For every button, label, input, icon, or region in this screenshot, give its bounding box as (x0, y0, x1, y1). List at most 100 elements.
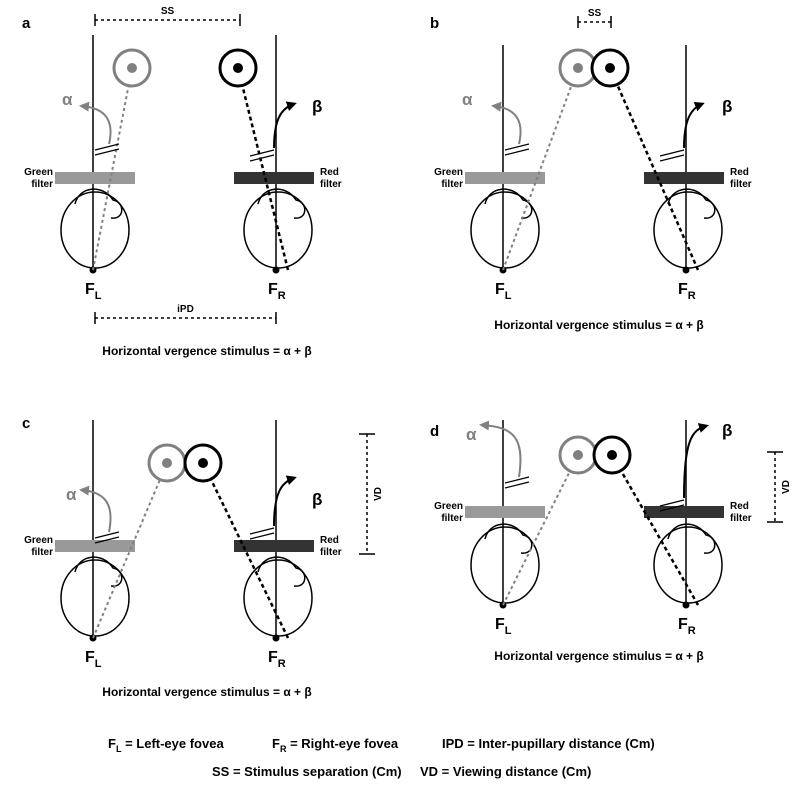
red-filter-bar (234, 172, 314, 184)
fovea-left-label: FL (85, 649, 102, 670)
cornea-outline (74, 556, 123, 587)
cornea-outline (257, 556, 306, 587)
right-fovea-point (682, 601, 690, 609)
green-filter-bar (465, 506, 545, 518)
left-line-of-sight (92, 462, 168, 639)
legend-item-2: FR = Right-eye fovea (272, 736, 399, 754)
alpha-angle-mark (94, 531, 120, 544)
left-line-of-sight (502, 454, 579, 606)
right-eye-target-dot (607, 450, 617, 460)
beta-arrow (683, 423, 709, 499)
right-line-of-sight (610, 454, 700, 606)
alpha-angle-mark (504, 476, 530, 489)
left-line-of-sight (92, 67, 133, 271)
vd-label: VD (781, 480, 792, 494)
fovea-right-label: FR (268, 281, 286, 302)
ss-label: SS (161, 6, 175, 17)
beta-label: β (312, 97, 322, 116)
legend: FL = Left-eye fovea FR = Right-eye fovea I… (108, 736, 655, 779)
vergence-formula: Horizontal vergence stimulus = α + β (102, 685, 311, 699)
green-filter-label: Green (24, 167, 53, 178)
green-filter-bar (465, 172, 545, 184)
beta-angle-mark (659, 499, 685, 512)
red-filter-label-2: filter (730, 179, 752, 190)
beta-angle-mark (249, 149, 275, 162)
beta-arrow (273, 101, 297, 149)
cornea-outline (484, 523, 533, 554)
beta-label: β (722, 97, 732, 116)
red-filter-bar (644, 506, 724, 518)
panel-letter-a: a (22, 15, 31, 32)
alpha-label: α (62, 90, 73, 109)
fovea-left-label: FL (495, 616, 512, 637)
cornea-outline (74, 188, 123, 219)
right-fovea-point (682, 266, 690, 274)
alpha-label: α (66, 485, 77, 504)
fovea-right-label: FR (678, 281, 696, 302)
alpha-arrow (79, 485, 112, 533)
green-filter-label-2: filter (31, 547, 53, 558)
red-filter-label-2: filter (730, 513, 752, 524)
green-filter-label: Green (24, 535, 53, 546)
panel-letter-c: c (22, 415, 30, 432)
red-filter-label-2: filter (320, 547, 342, 558)
beta-angle-mark (659, 149, 685, 162)
left-line-of-sight (502, 67, 579, 271)
alpha-arrow (479, 420, 522, 478)
alpha-angle-mark (504, 143, 530, 156)
green-filter-bar (55, 172, 135, 184)
cornea-outline (667, 523, 716, 554)
alpha-label: α (466, 425, 477, 444)
red-filter-bar (234, 540, 314, 552)
fovea-left-label: FL (85, 281, 102, 302)
green-filter-label: Green (434, 167, 463, 178)
vergence-formula: Horizontal vergence stimulus = α + β (494, 318, 703, 332)
beta-angle-mark (249, 527, 275, 540)
legend-item-4: SS = Stimulus separation (Cm) (212, 764, 402, 779)
red-filter-bar (644, 172, 724, 184)
alpha-label: α (462, 90, 473, 109)
right-line-of-sight (608, 67, 700, 271)
cornea-outline (484, 188, 533, 219)
green-filter-label-2: filter (31, 179, 53, 190)
vergence-formula: Horizontal vergence stimulus = α + β (102, 344, 311, 358)
beta-label: β (722, 421, 732, 440)
left-eye-target-dot (127, 63, 137, 73)
right-fovea-point (272, 266, 280, 274)
ss-label: SS (588, 8, 602, 19)
green-filter-label-2: filter (441, 179, 463, 190)
red-filter-label-2: filter (320, 179, 342, 190)
panel-letter-d: d (430, 423, 439, 440)
fovea-right-label: FR (268, 649, 286, 670)
beta-arrow (683, 101, 705, 149)
vd-label: VD (373, 487, 384, 501)
alpha-arrow (491, 101, 522, 145)
green-filter-label: Green (434, 501, 463, 512)
red-filter-label: Red (730, 501, 749, 512)
alpha-arrow (79, 101, 112, 145)
beta-arrow (273, 475, 297, 527)
alpha-angle-mark (94, 143, 120, 156)
fovea-left-label: FL (495, 281, 512, 302)
right-eye-target-dot (605, 63, 615, 73)
beta-label: β (312, 490, 322, 509)
legend-item-3: IPD = Inter-pupillary distance (Cm) (442, 736, 655, 751)
left-eye-target-dot (162, 458, 172, 468)
legend-item-1: FL = Left-eye fovea (108, 736, 224, 754)
right-fovea-point (272, 634, 280, 642)
green-filter-label-2: filter (441, 513, 463, 524)
left-eye-target-dot (573, 450, 583, 460)
red-filter-label: Red (730, 167, 749, 178)
vergence-formula: Horizontal vergence stimulus = α + β (494, 649, 703, 663)
cornea-outline (257, 188, 306, 219)
green-filter-bar (55, 540, 135, 552)
panel-letter-b: b (430, 15, 439, 32)
red-filter-label: Red (320, 535, 339, 546)
red-filter-label: Red (320, 167, 339, 178)
